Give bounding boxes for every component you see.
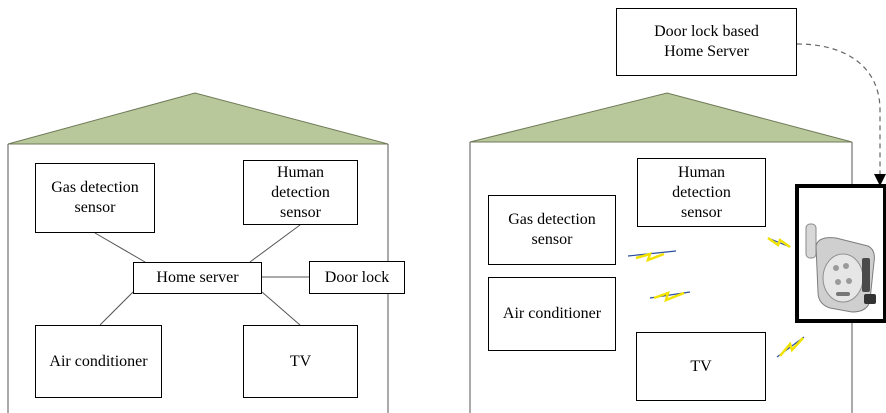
left-gas-detection-sensor: Gas detection sensor	[35, 163, 155, 233]
right-human-detection-sensor: Human detection sensor	[637, 158, 766, 227]
dashed-arrow	[796, 43, 886, 186]
right-air-conditioner-label: Air conditioner	[502, 305, 602, 322]
door-lock-device	[795, 184, 886, 323]
left-home-server: Home server	[133, 262, 262, 294]
right-tv-label: TV	[690, 357, 712, 375]
left-air-conditioner: Air conditioner	[35, 325, 162, 398]
right-roof	[469, 92, 853, 143]
wireless-bolt-human	[767, 236, 791, 249]
right-air-conditioner: Air conditioner	[488, 277, 616, 351]
right-door-lock-home-server-label: Door lock based Home Server	[616, 8, 797, 76]
right-top-label-text: Door lock based Home Server	[654, 23, 759, 60]
right-gas-sensor-label: Gas detection sensor	[508, 211, 596, 248]
left-home-server-label: Home server	[156, 269, 239, 286]
left-gas-sensor-label: Gas detection sensor	[51, 179, 139, 216]
left-tv-label: TV	[289, 352, 312, 370]
left-roof	[7, 92, 389, 145]
left-human-sensor-label: Human detection sensor	[271, 163, 330, 221]
wireless-bolt-ac	[649, 291, 691, 303]
right-tv: TV	[636, 332, 766, 401]
right-human-sensor-label: Human detection sensor	[672, 163, 731, 221]
left-air-conditioner-label: Air conditioner	[49, 352, 148, 370]
right-gas-detection-sensor: Gas detection sensor	[488, 195, 616, 265]
connector-gas-server	[94, 232, 146, 263]
wireless-bolt-gas	[627, 250, 677, 263]
connector-server-tv	[261, 291, 301, 326]
left-door-lock-label: Door lock	[324, 268, 390, 286]
left-human-detection-sensor: Human detection sensor	[243, 160, 358, 225]
left-door-lock: Door lock	[309, 261, 405, 294]
left-tv: TV	[243, 325, 358, 398]
wireless-bolt-tv	[776, 336, 805, 358]
connector-human-server	[249, 224, 301, 263]
connector-server-ac	[99, 291, 134, 326]
